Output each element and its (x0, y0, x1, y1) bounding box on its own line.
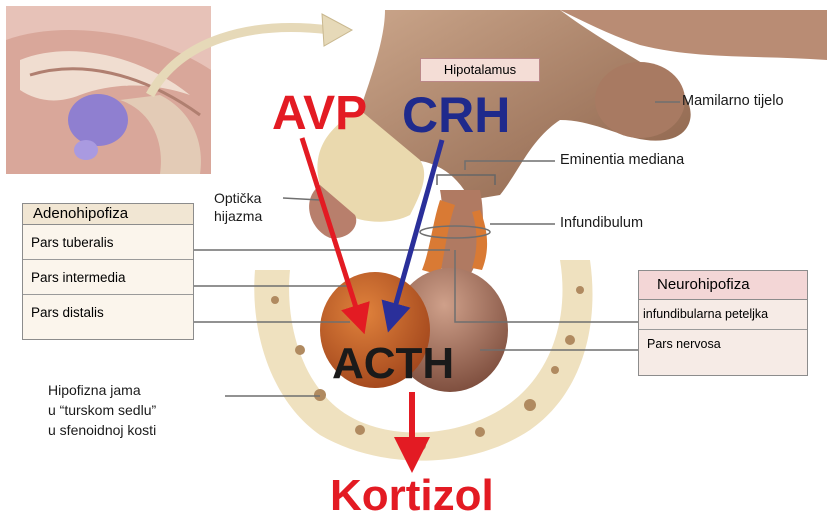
adeno-part-intermedia: Pars intermedia (23, 260, 193, 295)
fossa-label-3: u sfenoidnoj kosti (48, 422, 156, 439)
adenohypophysis-title: Adenohipofiza (23, 204, 193, 225)
neurohypophysis-title: Neurohipofiza (639, 271, 807, 300)
median-eminence-label: Eminentia mediana (560, 152, 684, 169)
fossa-label-2: u “turskom sedlu” (48, 402, 156, 419)
optic-chiasm-label-1: Optička (214, 190, 261, 207)
infundibulum-label: Infundibulum (560, 215, 643, 232)
crh-label: CRH (402, 88, 510, 142)
avp-label: AVP (272, 88, 367, 140)
acth-label: ACTH (332, 340, 454, 388)
adeno-part-tuberalis: Pars tuberalis (23, 225, 193, 260)
hypothalamus-label: Hipotalamus (420, 58, 540, 82)
cortisol-label: Kortizol (330, 472, 494, 520)
neuro-part-stalk: infundibularna peteljka (639, 300, 807, 330)
brain-inset (6, 6, 211, 174)
adeno-part-distalis: Pars distalis (23, 295, 193, 329)
adenohypophysis-box: Adenohipofiza Pars tuberalis Pars interm… (22, 203, 194, 340)
fossa-label-1: Hipofizna jama (48, 382, 141, 399)
neuro-part-nervosa: Pars nervosa (639, 330, 807, 359)
hypothalamus-tissue (309, 10, 827, 238)
optic-chiasm-label-2: hijazma (214, 208, 262, 225)
mammillary-label: Mamilarno tijelo (682, 93, 784, 110)
neurohypophysis-box: Neurohipofiza infundibularna peteljka Pa… (638, 270, 808, 376)
